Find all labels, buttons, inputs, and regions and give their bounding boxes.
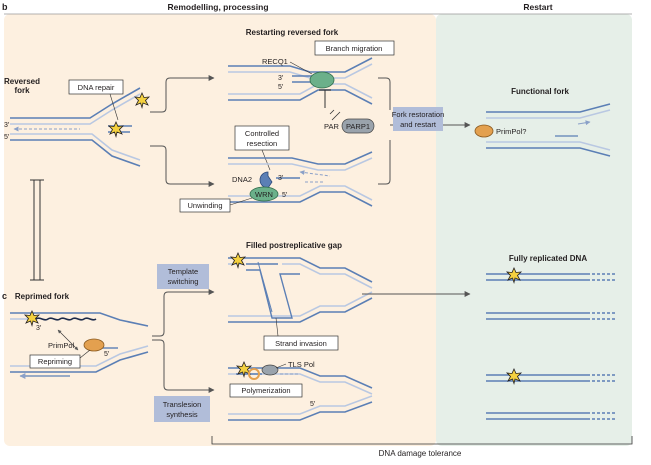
unwinding-label: Unwinding <box>187 201 222 210</box>
branch-migration-box <box>314 40 395 56</box>
five-prime-label: 5′ <box>4 134 10 141</box>
fork-restoration-label: Fork restoration <box>392 110 445 119</box>
recq1-helicase <box>309 71 335 89</box>
title-functional-fork: Functional fork <box>511 87 569 96</box>
header-remodelling: Remodelling, processing <box>167 2 268 12</box>
tls-pol-clamp <box>248 368 260 380</box>
panel-label-b: b <box>2 2 8 12</box>
fork-restoration-box <box>393 107 443 131</box>
polymerization-box <box>229 383 303 398</box>
remodelling-panel <box>4 14 436 446</box>
panel-label-c: c <box>2 291 7 301</box>
three-prime-label: 3′ <box>4 122 10 129</box>
five-prime-label: 5′ <box>282 192 288 199</box>
dna-damage-tolerance-bracket <box>211 436 633 445</box>
reversible-link <box>30 179 44 281</box>
primpol-label: PrimPol <box>48 341 75 350</box>
translesion-synthesis-label-2: synthesis <box>166 410 198 419</box>
title-reprimed-fork: Reprimed fork <box>15 292 70 301</box>
dna-damage-tolerance-label: DNA damage tolerance <box>379 449 462 458</box>
template-switching-box <box>157 264 209 289</box>
fork-restoration-label-2: and restart <box>400 120 437 129</box>
translesion-synthesis-box <box>154 396 210 422</box>
tls-pol-label: TLS Pol <box>288 360 315 369</box>
controlled-resection-label: Controlled <box>245 129 279 138</box>
tls-diagram <box>228 367 373 421</box>
primpol-question-label: PrimPol? <box>496 127 526 136</box>
repriming-box <box>29 354 81 369</box>
primpol-enzyme <box>83 338 105 352</box>
title-reversed-fork-2: fork <box>14 86 30 95</box>
three-prime-label: 3′ <box>278 75 284 82</box>
wrn-helicase <box>249 186 279 202</box>
branch-migration-label: Branch migration <box>326 44 383 53</box>
title-filled-gap: Filled postreplicative gap <box>246 241 342 250</box>
dna2-nuclease <box>259 171 273 189</box>
par-label: PAR <box>324 122 339 131</box>
header-restart: Restart <box>523 2 552 12</box>
template-switching-label-2: switching <box>168 277 199 286</box>
restart-panel <box>436 14 632 446</box>
polymerization-label: Polymerization <box>241 386 290 395</box>
five-prime-label: 5′ <box>310 401 316 408</box>
fully-replicated-diagram <box>486 273 616 420</box>
translesion-synthesis-label: Translesion <box>163 400 202 409</box>
five-prime-label: 5′ <box>104 351 110 358</box>
primpol-enzyme <box>474 124 494 138</box>
strand-invasion-box <box>263 335 339 351</box>
title-restarting-fork: Restarting reversed fork <box>246 28 339 37</box>
title-reversed-fork: Reversed <box>4 77 40 86</box>
controlled-resection-label-2: resection <box>247 139 277 148</box>
five-prime-label: 5′ <box>278 84 284 91</box>
template-switch-diagram <box>228 257 373 323</box>
template-switching-label: Template <box>168 267 198 276</box>
reversed-fork-diagram <box>10 87 141 167</box>
functional-fork-diagram <box>486 103 611 157</box>
three-prime-label: 3′ <box>36 325 42 332</box>
parp1-label: PARP1 <box>346 122 370 131</box>
parp1-enzyme <box>341 118 375 134</box>
dna-repair-label: DNA repair <box>78 83 115 92</box>
dna2-label: DNA2 <box>232 175 252 184</box>
strand-invasion-label: Strand invasion <box>275 339 327 348</box>
three-prime-label: 3′ <box>278 175 284 182</box>
wrn-label: WRN <box>255 190 273 199</box>
title-fully-replicated: Fully replicated DNA <box>509 254 587 263</box>
recq1-label: RECQ1 <box>262 57 288 66</box>
tls-pol-enzyme <box>261 364 279 376</box>
unwinding-box <box>179 198 231 213</box>
dna-repair-box <box>68 79 124 95</box>
repriming-label: Repriming <box>38 357 72 366</box>
